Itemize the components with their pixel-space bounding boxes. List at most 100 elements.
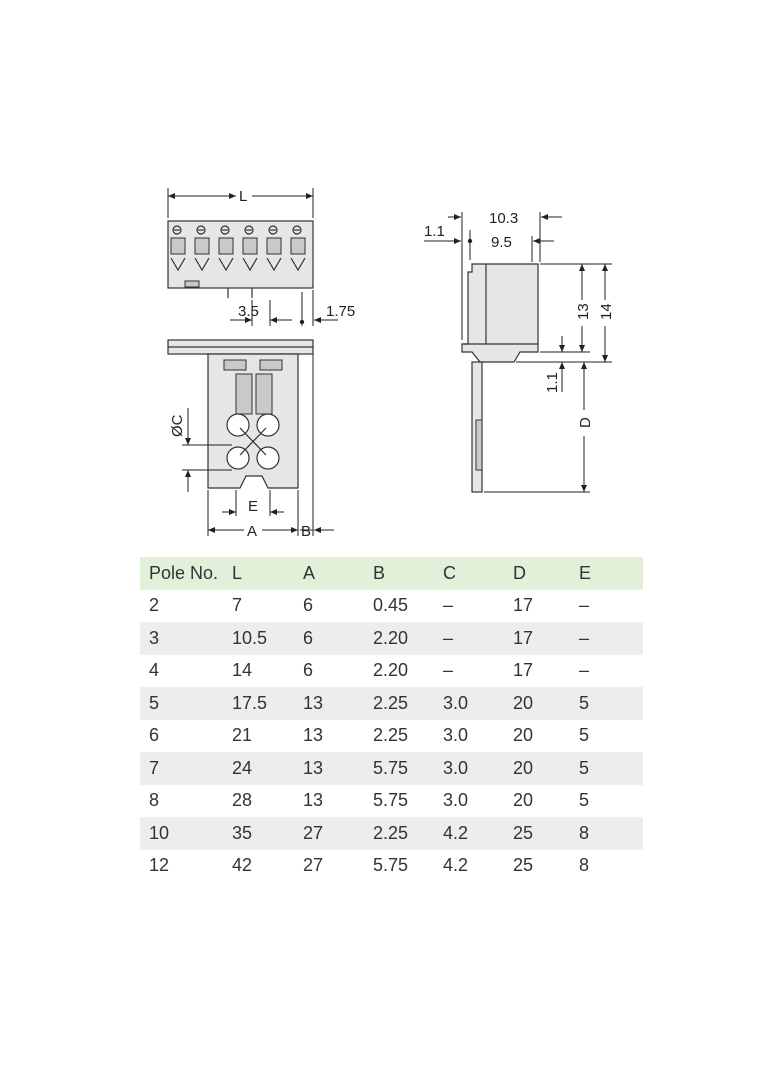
header-L: L (232, 557, 303, 590)
cell-B: 2.25 (373, 687, 443, 720)
table-row: 6 21 13 2.25 3.0 20 5 (140, 720, 643, 753)
cell-C: 4.2 (443, 817, 513, 850)
cell-B: 5.75 (373, 855, 409, 876)
dim-side-10-3-label: 10.3 (489, 210, 518, 227)
cell-C: – (443, 660, 454, 681)
cell-L: 24 (232, 752, 303, 785)
cell-pole-no: 10 (140, 817, 232, 850)
cell-L: 14 (232, 660, 253, 681)
cell-L: 21 (232, 725, 253, 746)
table-row: 7 24 13 5.75 3.0 20 5 (140, 752, 643, 785)
cell-L: 7 (232, 595, 243, 616)
dim-side-1-1-top-label: 1.1 (424, 223, 445, 240)
dim-A-label: A (247, 523, 257, 540)
dim-B-label: B (301, 523, 311, 540)
dim-diameter-c-label: ØC (169, 414, 186, 437)
dim-side-D-label: D (577, 417, 594, 428)
dim-side-1-1-bottom-label: 1.1 (544, 372, 561, 393)
dim-side-13-label: 13 (575, 303, 592, 320)
table-row: 5 17.5 13 2.25 3.0 20 5 (140, 687, 643, 720)
cell-B: 2.25 (373, 725, 409, 746)
side-housing (461, 263, 539, 363)
cell-D: 20 (513, 725, 534, 746)
cell-D: 25 (513, 855, 534, 876)
table-header-row: Pole No. L A B C D E (140, 557, 643, 590)
cell-L: 10.5 (232, 622, 303, 655)
cell-C: 3.0 (443, 790, 469, 811)
dim-pitch-label: 3.5 (238, 303, 259, 320)
cell-pole-no: 2 (149, 595, 160, 616)
bottom-housing (207, 353, 299, 489)
cell-L: 28 (232, 790, 253, 811)
cell-E: 5 (579, 725, 590, 746)
bottom-view: ØC E A B (167, 339, 334, 540)
cell-A: 6 (303, 660, 314, 681)
cell-B: 2.20 (373, 660, 409, 681)
cell-pole-no: 5 (140, 687, 232, 720)
dim-E-label: E (248, 498, 258, 515)
cell-E: 8 (579, 817, 643, 850)
table-row: 3 10.5 6 2.20 – 17 – (140, 622, 643, 655)
cell-pole-no: 6 (149, 725, 160, 746)
cell-pole-no: 4 (149, 660, 160, 681)
cell-B: 5.75 (373, 790, 409, 811)
cell-E: 5 (579, 790, 590, 811)
cell-D: 17 (513, 660, 534, 681)
dim-L-label: L (239, 188, 247, 205)
cell-D: 17 (513, 622, 579, 655)
dim-side-9-5-label: 9.5 (491, 234, 512, 251)
table-row: 8 28 13 5.75 3.0 20 5 (140, 785, 643, 818)
cell-B: 5.75 (373, 752, 443, 785)
cell-D: 25 (513, 817, 579, 850)
header-C: C (443, 557, 513, 590)
cell-A: 13 (303, 790, 324, 811)
cell-A: 13 (303, 752, 373, 785)
cell-E: – (579, 660, 590, 681)
header-D: D (513, 557, 579, 590)
cell-A: 13 (303, 725, 324, 746)
cell-L: 35 (232, 817, 303, 850)
cell-E: – (579, 622, 643, 655)
cell-L: 17.5 (232, 687, 303, 720)
cell-pole-no: 12 (149, 855, 170, 876)
cell-E: 5 (579, 687, 643, 720)
cell-B: 2.25 (373, 817, 443, 850)
cell-A: 27 (303, 855, 324, 876)
header-B: B (373, 557, 443, 590)
cell-D: 17 (513, 595, 534, 616)
cell-D: 20 (513, 752, 579, 785)
cell-C: 4.2 (443, 855, 469, 876)
dim-side-14-label: 14 (598, 303, 615, 320)
cell-D: 20 (513, 687, 579, 720)
cell-D: 20 (513, 790, 534, 811)
cell-E: – (579, 595, 590, 616)
cell-B: 0.45 (373, 595, 409, 616)
cell-A: 6 (303, 595, 314, 616)
cell-A: 6 (303, 622, 373, 655)
front-housing (167, 220, 314, 289)
table-row: 12 42 27 5.75 4.2 25 8 (140, 850, 643, 883)
side-view: 1.1 10.3 9.5 13 14 1.1 D (424, 210, 615, 493)
cell-C: 3.0 (443, 725, 469, 746)
cell-pole-no: 3 (140, 622, 232, 655)
cell-E: 8 (579, 855, 590, 876)
table-row: 4 14 6 2.20 – 17 – (140, 655, 643, 688)
front-contacts (170, 225, 306, 272)
cell-L: 42 (232, 855, 253, 876)
table-row: 10 35 27 2.25 4.2 25 8 (140, 817, 643, 850)
cell-A: 27 (303, 817, 373, 850)
header-pole-no: Pole No. (140, 557, 232, 590)
header-E: E (579, 557, 643, 590)
cell-C: 3.0 (443, 687, 513, 720)
cell-B: 2.20 (373, 622, 443, 655)
table-row: 2 7 6 0.45 – 17 – (140, 590, 643, 623)
header-A: A (303, 557, 373, 590)
cell-C: 3.0 (443, 752, 513, 785)
cell-pole-no: 7 (140, 752, 232, 785)
cell-C: – (443, 622, 513, 655)
dim-offset-label: 1.75 (326, 303, 355, 320)
cell-E: 5 (579, 752, 643, 785)
front-view: L (167, 188, 355, 326)
cell-A: 13 (303, 687, 373, 720)
connector-drawing: L (167, 188, 615, 540)
